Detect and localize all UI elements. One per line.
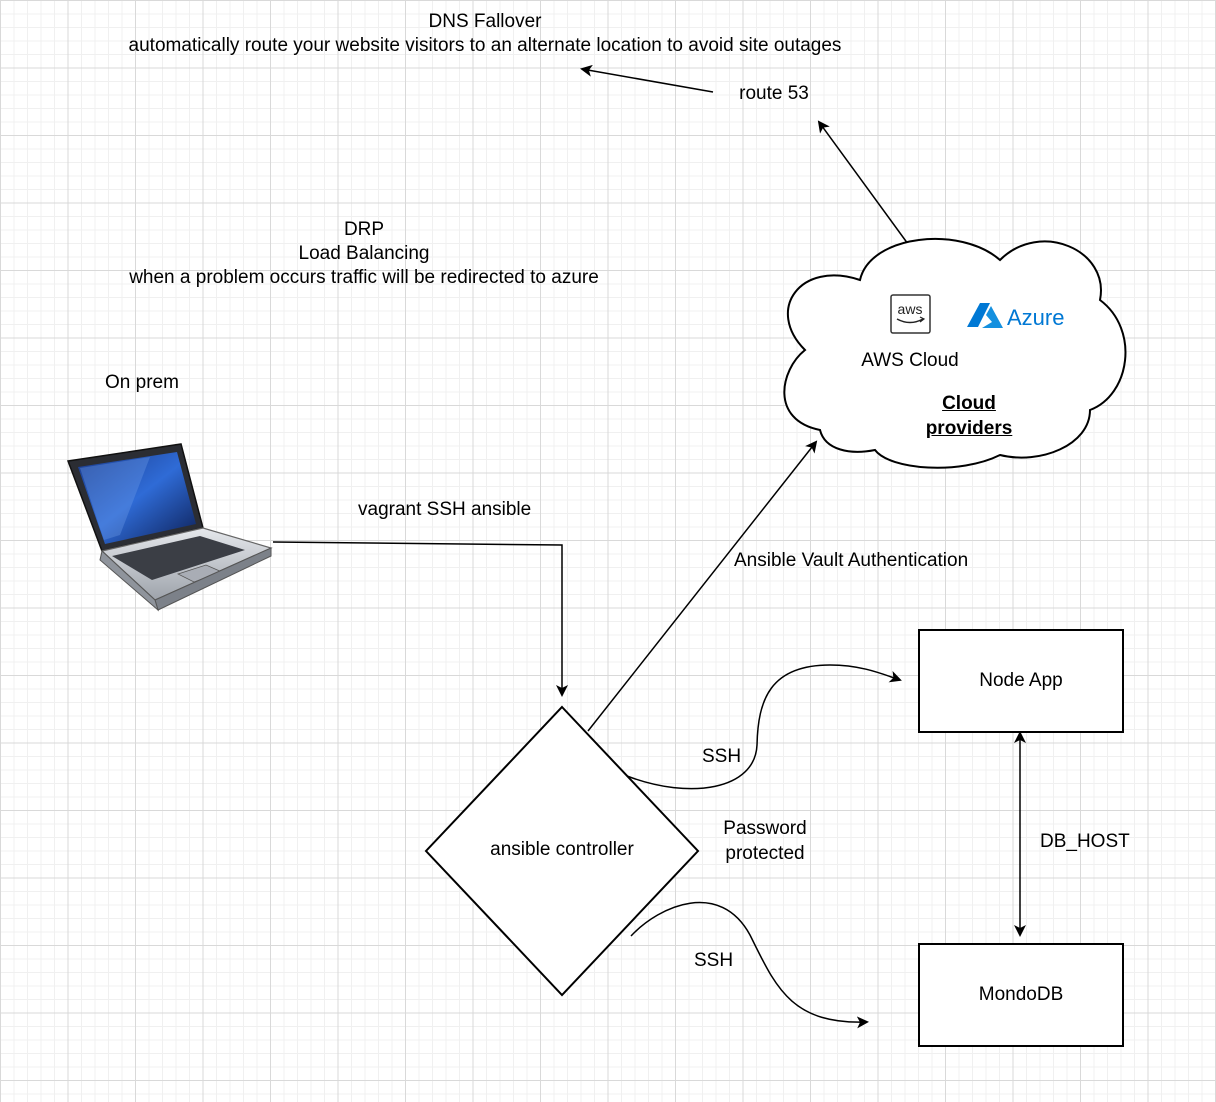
- ssh-node-label: SSH: [702, 746, 742, 767]
- aws-logo-text: aws: [898, 301, 923, 317]
- edge-route53-to-dns: [580, 64, 714, 93]
- controller-diamond[interactable]: [424, 705, 700, 997]
- edge-cloud-to-route53: [817, 120, 909, 245]
- laptop-icon: [66, 443, 273, 612]
- drp-load-balancing: Load Balancing: [298, 243, 430, 264]
- node-app-box[interactable]: Node App: [918, 629, 1124, 733]
- node-app-label: Node App: [979, 670, 1063, 691]
- on-prem-label: On prem: [105, 372, 179, 393]
- controller-label: ansible controller: [490, 839, 634, 860]
- drp-title: DRP: [343, 219, 385, 240]
- dns-fallover-description: automatically route your website visitor…: [128, 35, 842, 56]
- route53-label: route 53: [739, 83, 809, 104]
- db-host-label: DB_HOST: [1040, 831, 1130, 852]
- edge-controller-to-mongodb: [630, 901, 869, 1029]
- edge-laptop-to-controller: [272, 541, 568, 697]
- mongodb-label: MondoDB: [978, 984, 1064, 1005]
- drp-description: when a problem occurs traffic will be re…: [129, 267, 599, 288]
- aws-logo: aws: [890, 294, 931, 334]
- dns-fallover-title: DNS Fallover: [428, 11, 542, 32]
- cloud-shape: [783, 238, 1127, 469]
- edge-controller-to-nodeapp: [626, 664, 902, 790]
- password-line2: protected: [725, 843, 805, 864]
- mongodb-box[interactable]: MondoDB: [918, 943, 1124, 1047]
- vagrant-ssh-label: vagrant SSH ansible: [358, 499, 532, 520]
- vault-auth-label: Ansible Vault Authentication: [734, 550, 969, 571]
- cloud-providers-line2: providers: [925, 418, 1013, 439]
- cloud-providers-line1: Cloud: [942, 393, 996, 414]
- azure-logo-text: Azure: [1007, 305, 1064, 330]
- ssh-db-label: SSH: [694, 950, 734, 971]
- password-line1: Password: [723, 818, 807, 839]
- aws-cloud-label: AWS Cloud: [861, 350, 959, 371]
- edge-controller-to-cloud: [587, 440, 818, 732]
- azure-logo: Azure: [967, 303, 1064, 330]
